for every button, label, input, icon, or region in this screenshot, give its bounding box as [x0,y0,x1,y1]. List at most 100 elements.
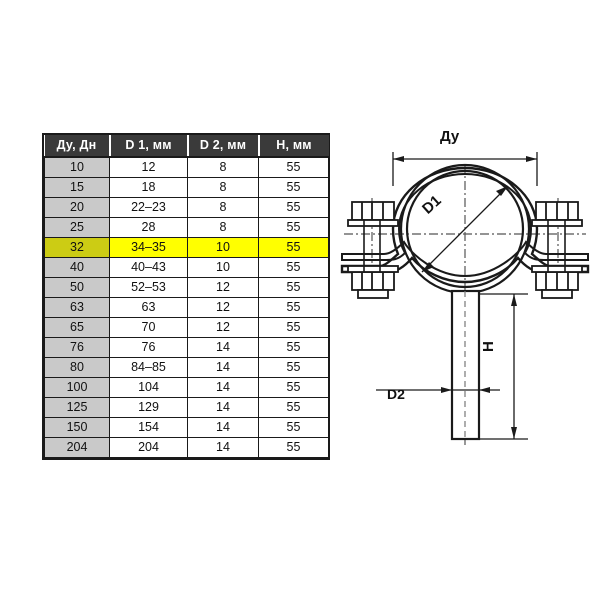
cell-dn: 125 [44,397,110,418]
dim-d2-arrow-left [441,387,452,393]
cell-d1: 12 [109,156,188,178]
cell-h: 55 [258,317,329,338]
clamp-band [340,163,590,295]
clamp-outer-contour [340,166,590,284]
cell-h: 55 [258,197,329,218]
cell-d1: 76 [109,337,188,358]
column-header-h: Н, мм [258,135,329,158]
cell-dn: 25 [44,217,110,238]
cell-dn: 32 [44,237,110,258]
left-upper-washer [347,219,399,227]
cell-d2: 14 [187,397,259,418]
dim-h-arrow-top [511,294,517,306]
cell-d2: 14 [187,417,259,438]
left-bolt-assembly [347,201,399,299]
cell-d2: 8 [187,217,259,238]
cell-d2: 8 [187,197,259,218]
cell-h: 55 [258,277,329,298]
cell-dn: 15 [44,177,110,198]
dim-label-du: Ду [440,128,460,145]
cell-d2: 12 [187,297,259,318]
left-upper-nut [351,201,395,221]
cell-d2: 14 [187,437,259,458]
cell-d2: 14 [187,357,259,378]
cell-h: 55 [258,217,329,238]
cell-h: 55 [258,377,329,398]
dim-du [392,152,538,186]
cell-d1: 154 [109,417,188,438]
cell-dn: 76 [44,337,110,358]
cell-d1: 34–35 [109,237,188,258]
dim-du-arrow-right [526,156,537,162]
cell-h: 55 [258,437,329,458]
cell-d1: 129 [109,397,188,418]
cell-dn: 150 [44,417,110,438]
dim-d2 [376,387,500,393]
cell-dn: 20 [44,197,110,218]
cell-h: 55 [258,297,329,318]
cell-d2: 14 [187,337,259,358]
cell-d2: 8 [187,156,259,178]
cell-d1: 52–53 [109,277,188,298]
right-lower-washer [531,265,583,273]
cell-dn: 50 [44,277,110,298]
dim-d1-line [421,185,509,273]
cell-d1: 22–23 [109,197,188,218]
column-header-d1: D 1, мм [109,135,189,158]
dim-d1-arrow-upper [496,186,508,196]
cell-dn: 100 [44,377,110,398]
dim-h [479,293,528,440]
cell-dn: 10 [44,156,110,178]
cell-dn: 63 [44,297,110,318]
right-bolt-assembly [531,201,583,299]
cell-h: 55 [258,417,329,438]
cell-dn: 40 [44,257,110,278]
cell-h: 55 [258,237,329,258]
cell-d1: 18 [109,177,188,198]
table-header-row: Ду, Дн D 1, мм D 2, мм Н, мм [44,135,329,158]
left-lower-washer [347,265,399,273]
cell-d2: 12 [187,317,259,338]
cell-h: 55 [258,257,329,278]
cell-dn: 204 [44,437,110,458]
dim-du-arrow-left [393,156,404,162]
column-header-d2: D 2, мм [187,135,260,158]
cell-h: 55 [258,357,329,378]
clamp-drawing-svg [340,152,590,446]
cell-h: 55 [258,397,329,418]
cell-d1: 104 [109,377,188,398]
dim-h-arrow-bottom [511,427,517,439]
dim-d1-arrow-lower [422,262,434,272]
cell-dn: 80 [44,357,110,378]
cell-h: 55 [258,337,329,358]
right-upper-washer [531,219,583,227]
clamp-drawing [336,126,594,456]
cell-d1: 70 [109,317,188,338]
cell-d2: 12 [187,277,259,298]
left-lower-nut [351,271,395,291]
cell-d2: 10 [187,257,259,278]
dim-label-h: H [480,341,497,352]
cell-h: 55 [258,156,329,178]
right-bolt-head [541,289,573,299]
cell-d1: 204 [109,437,188,458]
column-header-dn: Ду, Дн [44,135,111,158]
cell-d1: 28 [109,217,188,238]
cell-d1: 63 [109,297,188,318]
